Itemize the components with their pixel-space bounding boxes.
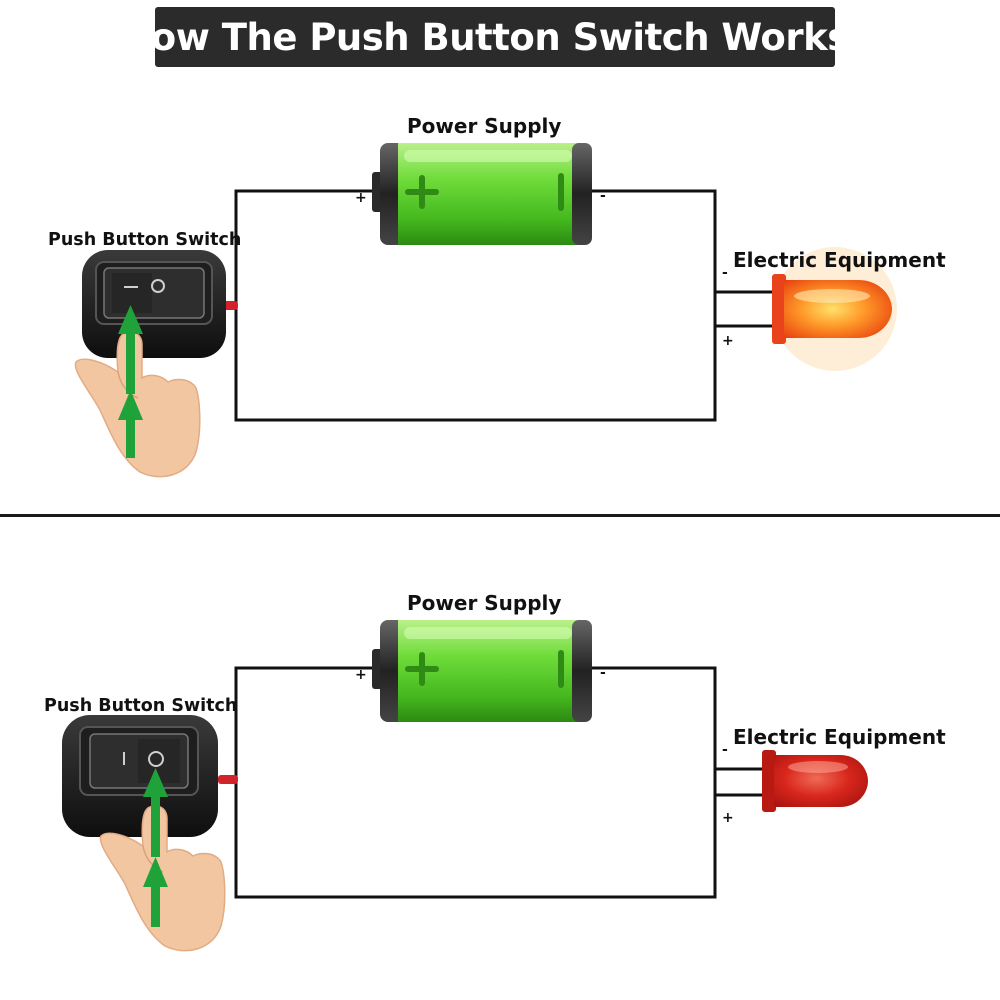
power-supply-label: Power Supply — [407, 591, 562, 615]
circuit-wires — [234, 666, 765, 899]
battery-negative-sign: - — [600, 665, 606, 681]
switch-off-mark — [151, 279, 165, 293]
battery-icon — [372, 143, 592, 245]
switch-label: Push Button Switch — [48, 230, 242, 250]
switch-lead — [218, 775, 238, 784]
led-negative-sign: - — [722, 742, 728, 758]
push-arrow-icon — [118, 305, 143, 458]
title-banner: How The Push Button Switch Works? — [120, 7, 870, 67]
switch-off-mark — [148, 751, 164, 767]
circuit-drawing — [74, 143, 897, 478]
battery-negative-sign: - — [600, 188, 606, 204]
switch-label: Push Button Switch — [44, 696, 238, 716]
hand-icon — [74, 331, 201, 478]
circuit-diagram-off: Power Supply Push Button Switch Electric… — [0, 477, 1000, 957]
equipment-label: Electric Equipment — [733, 248, 946, 272]
power-supply-label: Power Supply — [407, 114, 562, 138]
battery-positive-sign: + — [355, 667, 367, 683]
led-positive-sign: + — [722, 333, 734, 349]
battery-icon — [372, 620, 592, 722]
push-arrow-icon — [143, 768, 168, 927]
circuit-diagram-on: Power Supply Push Button Switch Electric… — [0, 0, 1000, 480]
rocker-switch[interactable] — [82, 250, 226, 358]
led-icon — [762, 750, 868, 812]
battery-positive-sign: + — [355, 190, 367, 206]
rocker-switch[interactable] — [62, 715, 218, 837]
circuit-wires — [234, 189, 775, 422]
circuit-drawing — [62, 620, 868, 952]
equipment-label: Electric Equipment — [733, 725, 946, 749]
led-positive-sign: + — [722, 810, 734, 826]
led-negative-sign: - — [722, 265, 728, 281]
led-icon — [772, 247, 897, 371]
page-title: How The Push Button Switch Works? — [120, 15, 870, 59]
section-divider — [0, 514, 1000, 517]
